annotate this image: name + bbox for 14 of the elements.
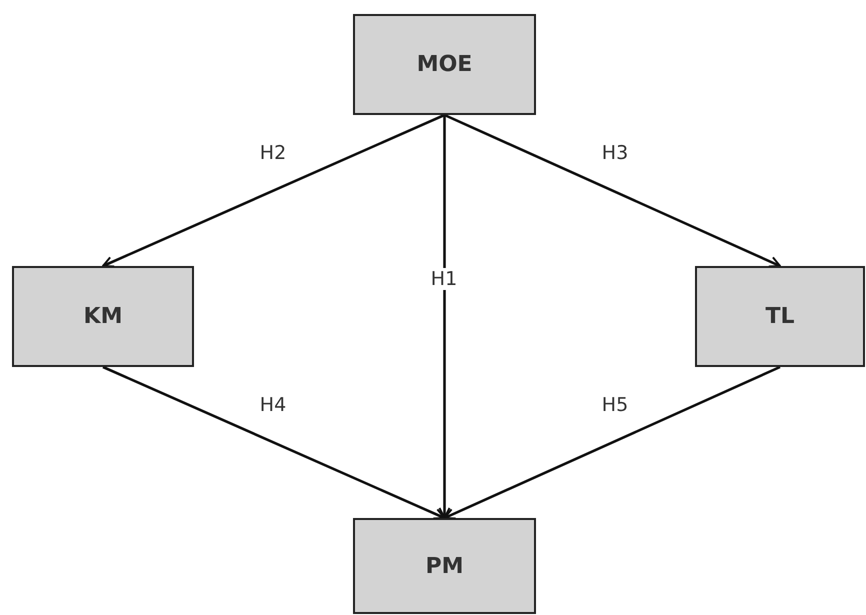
box-label: TL: [765, 304, 795, 329]
arrow: [102, 114, 446, 268]
box-label: KM: [84, 304, 122, 329]
box-label: MOE: [416, 52, 472, 77]
process-box: [695, 266, 865, 367]
process-box: [12, 266, 194, 367]
arrow: [444, 114, 781, 268]
arrow: [102, 366, 446, 520]
process-box: [353, 518, 536, 614]
process-box: [353, 14, 536, 115]
arrow: [438, 115, 450, 519]
edge-label: H1: [430, 268, 458, 290]
arrow: [444, 366, 781, 520]
box-label: PM: [425, 554, 464, 578]
